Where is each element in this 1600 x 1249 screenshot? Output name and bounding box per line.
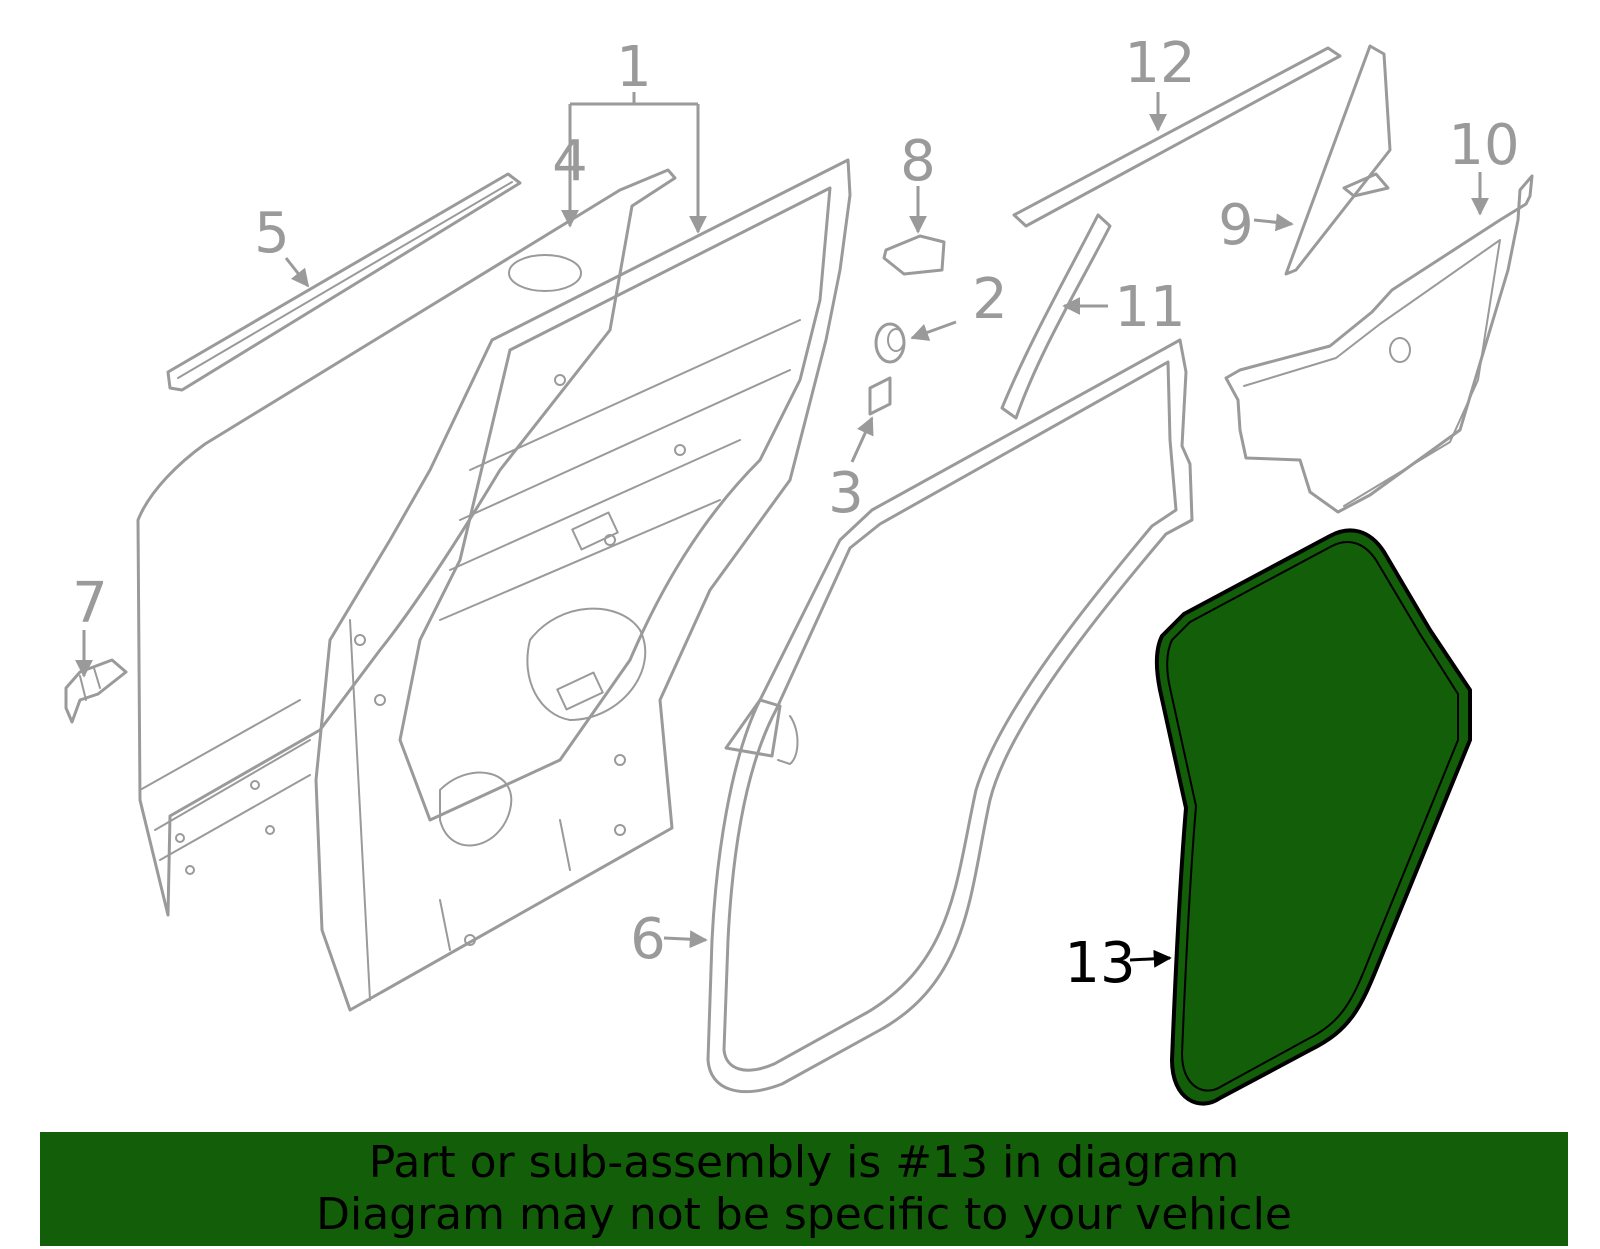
part-2-grommet bbox=[874, 322, 906, 364]
leader-6 bbox=[663, 930, 708, 949]
part-9-sash bbox=[1284, 44, 1392, 276]
callout-13: 13 bbox=[1064, 931, 1135, 996]
part-11-channel bbox=[1000, 213, 1112, 420]
leader-9 bbox=[1253, 213, 1294, 232]
notice-banner: Part or sub-assembly is #13 in diagram D… bbox=[40, 1132, 1568, 1246]
callout-5: 5 bbox=[254, 201, 290, 266]
callout-2: 2 bbox=[972, 267, 1008, 332]
part-6-weatherstrip bbox=[706, 338, 1194, 1093]
part-8-clip bbox=[882, 234, 946, 276]
part-3-pad bbox=[868, 376, 892, 416]
notice-line-part-number: Part or sub-assembly is #13 in diagram bbox=[368, 1137, 1240, 1188]
leader-3 bbox=[850, 416, 874, 463]
callout-3: 3 bbox=[828, 461, 864, 526]
callout-12: 12 bbox=[1124, 31, 1195, 96]
part-5-belt-molding bbox=[166, 172, 522, 392]
leader-2 bbox=[910, 320, 957, 341]
callout-8: 8 bbox=[900, 129, 936, 194]
part-12-molding bbox=[1012, 46, 1342, 228]
callout-10: 10 bbox=[1448, 113, 1519, 178]
leader-5 bbox=[284, 257, 310, 288]
leader-13 bbox=[1129, 949, 1172, 968]
notice-line-disclaimer: Diagram may not be specific to your vehi… bbox=[316, 1189, 1292, 1240]
part-7-bracket bbox=[64, 658, 128, 724]
callout-1: 1 bbox=[616, 35, 652, 100]
callout-7: 7 bbox=[72, 571, 108, 636]
part-1-door-shell bbox=[314, 158, 852, 1012]
part-4-door-outer-panel bbox=[136, 168, 677, 917]
callout-labels: 1 2 3 4 5 6 7 8 9 10 11 12 13 bbox=[72, 31, 1519, 996]
part-10-watershield bbox=[1224, 174, 1534, 514]
callout-4: 4 bbox=[552, 129, 588, 194]
leader-lines bbox=[75, 92, 1489, 968]
part-13-highlighted-seal bbox=[1154, 528, 1472, 1106]
callout-9: 9 bbox=[1218, 193, 1254, 258]
callout-11: 11 bbox=[1114, 275, 1185, 340]
callout-6: 6 bbox=[630, 907, 666, 972]
